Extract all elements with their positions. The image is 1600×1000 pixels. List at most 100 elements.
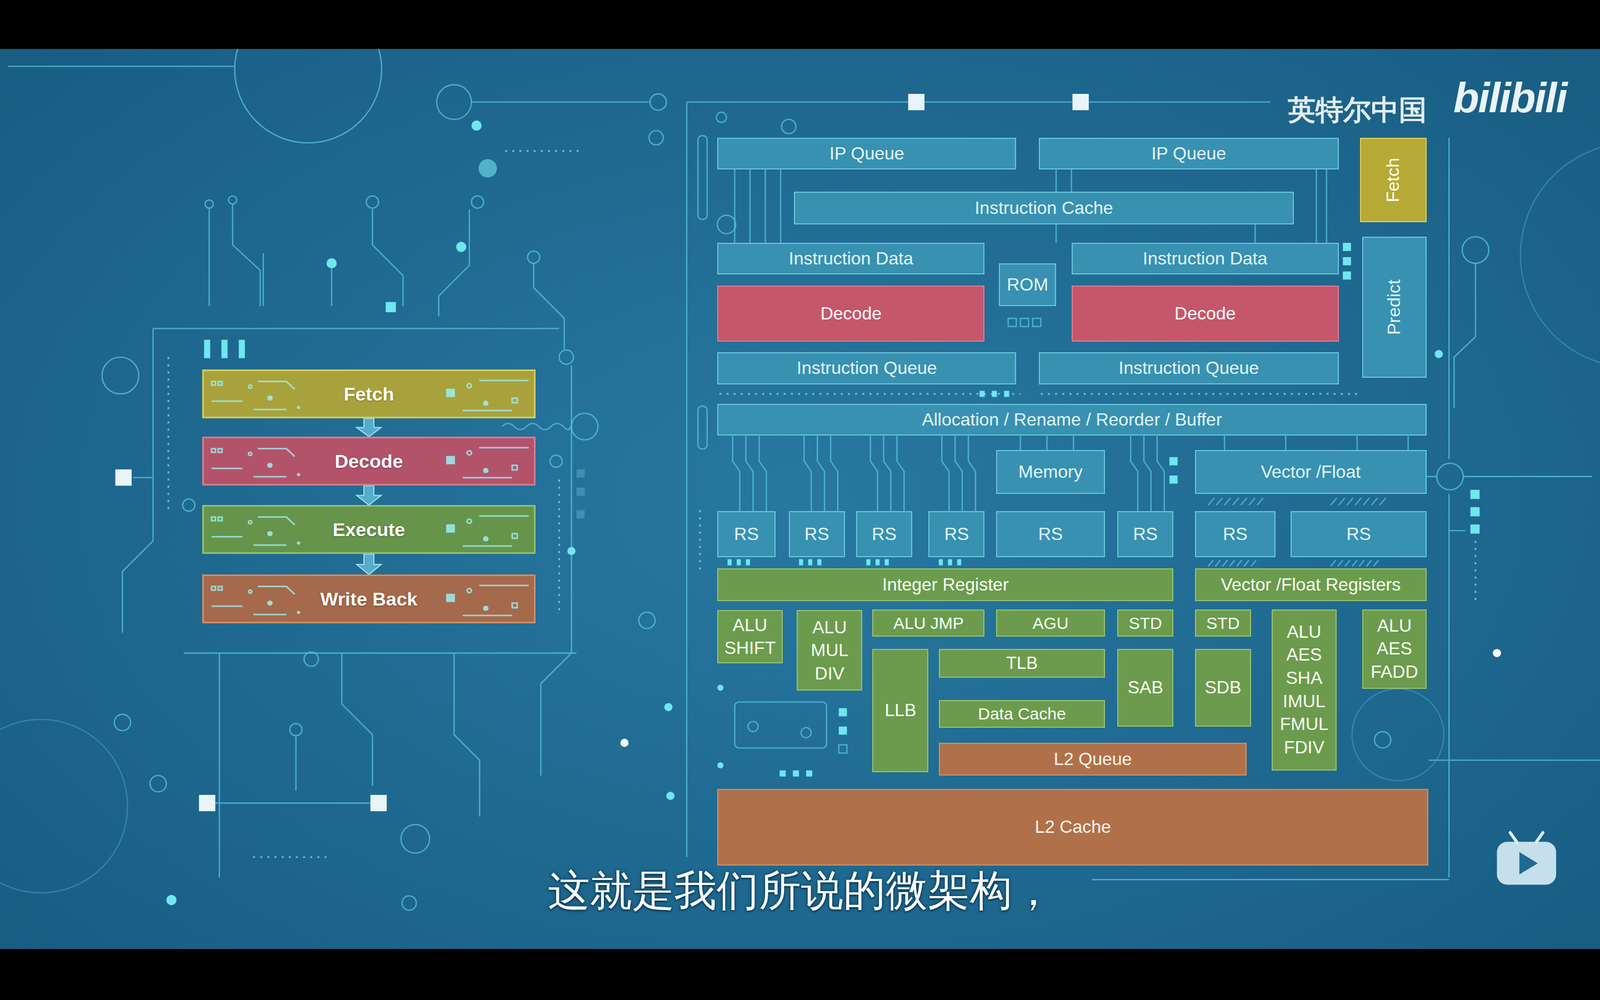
circuit-trace	[211, 517, 216, 522]
pad-square	[866, 559, 870, 566]
circuit-trace	[267, 600, 273, 606]
node-square	[115, 469, 132, 486]
box-label: ALU AES SHA IMUL FMUL FDIV	[1276, 620, 1333, 760]
box-label: RS	[721, 522, 772, 547]
data-box: Instruction Data	[1071, 242, 1339, 275]
data-box: Instruction Data	[717, 242, 985, 275]
circuit-trace	[267, 395, 273, 401]
glow-dot	[717, 762, 724, 769]
circuit-trace	[512, 603, 518, 608]
icon-body	[1496, 841, 1557, 885]
circuit-trace	[512, 533, 518, 539]
pad-square	[957, 559, 962, 566]
via-ring	[648, 130, 664, 145]
queue-box: Instruction Queue	[717, 352, 1017, 385]
box-label: L2 Cache	[721, 815, 1424, 839]
circuit-trace	[248, 385, 252, 389]
pad-square	[779, 770, 786, 777]
stage-tab: Fetch	[1360, 137, 1427, 223]
box-label: STD	[1199, 612, 1247, 634]
pad-square	[808, 559, 813, 566]
circuit-trace	[296, 405, 300, 409]
via-ring	[150, 775, 167, 792]
box-label: RS	[860, 522, 908, 547]
pad-square	[792, 770, 799, 777]
circuit-trace	[8, 66, 649, 878]
box-label: Write Back	[209, 586, 529, 612]
via-ring	[1374, 731, 1391, 748]
circuit-trace	[248, 520, 252, 524]
circuit-trace	[446, 524, 455, 533]
pipeline-arrow	[356, 553, 382, 575]
circuit-trace	[267, 531, 273, 537]
pad-square	[1169, 457, 1178, 466]
letterbox-bar	[0, 948, 1600, 1000]
box-label: L2 Queue	[943, 747, 1243, 772]
via-ring	[1462, 236, 1489, 264]
box-label: AGU	[1000, 612, 1102, 634]
subtitle: 这就是我们所说的微架构，	[547, 867, 1055, 914]
reservation-station: RS	[1117, 511, 1174, 558]
pad-square	[1342, 257, 1352, 266]
connector-slot	[697, 406, 708, 449]
box-label: Instruction Data	[721, 247, 980, 271]
glow-dot	[620, 738, 629, 748]
glow-dot	[717, 684, 724, 691]
box-label: Instruction Data	[1076, 247, 1335, 271]
via-ring	[638, 612, 655, 629]
pipeline-arrow	[356, 418, 382, 437]
pad-square	[576, 487, 585, 497]
pad-square	[875, 559, 880, 566]
box-label: Decode	[209, 448, 529, 474]
signal-wave	[502, 423, 571, 430]
pad-square	[1470, 507, 1480, 517]
box-label: Fetch	[209, 381, 529, 407]
reservation-station: RS	[1195, 511, 1276, 558]
via-ring	[366, 196, 379, 209]
cache-box: Instruction Cache	[793, 191, 1294, 225]
reservation-station: RS	[928, 511, 985, 558]
circuit-trace	[257, 586, 295, 595]
via-ring	[303, 652, 319, 667]
circuit-trace	[462, 477, 512, 479]
glow-dot	[471, 120, 482, 131]
circuit-trace	[462, 409, 512, 412]
via-ring	[559, 350, 574, 365]
node-square	[908, 93, 925, 110]
allocation-bar: Allocation / Rename / Reorder / Buffer	[717, 403, 1427, 436]
glow-dot	[326, 258, 337, 269]
dotted-traces	[168, 151, 1476, 858]
via-ring	[1436, 463, 1464, 490]
pad-square	[838, 745, 848, 754]
box-label: Decode	[1076, 302, 1335, 326]
buffer-box: TLB	[938, 648, 1105, 678]
circuit-trace	[211, 381, 216, 386]
box-label: Fetch	[1381, 157, 1405, 203]
reservation-station: RS	[717, 511, 776, 558]
box-label: LLB	[876, 698, 924, 723]
circuit-trace	[211, 467, 243, 470]
circuit-trace	[512, 397, 518, 403]
circuit-trace	[478, 447, 529, 449]
box-label: ALU JMP	[876, 612, 980, 634]
box-label: TLB	[943, 652, 1101, 675]
circuit-trace	[296, 611, 300, 615]
circuit-trace	[217, 586, 222, 591]
queue-box: IP Queue	[1038, 137, 1339, 170]
rom-box: ROM	[998, 263, 1057, 307]
dots	[166, 120, 1501, 905]
connector-slot	[697, 135, 708, 220]
box-label: Decode	[721, 302, 980, 326]
glow-dot	[666, 791, 675, 800]
pad-square	[1003, 390, 1009, 397]
circuit-trace	[478, 515, 529, 518]
icon-play	[1519, 852, 1538, 875]
circuit-trace	[257, 517, 295, 525]
via-ring	[471, 196, 484, 209]
via-ring	[650, 93, 667, 110]
node-square	[1072, 93, 1089, 110]
dotted-trace	[168, 151, 1476, 858]
logo-text: bilibili	[1453, 76, 1567, 119]
cache-box: Data Cache	[938, 700, 1105, 728]
